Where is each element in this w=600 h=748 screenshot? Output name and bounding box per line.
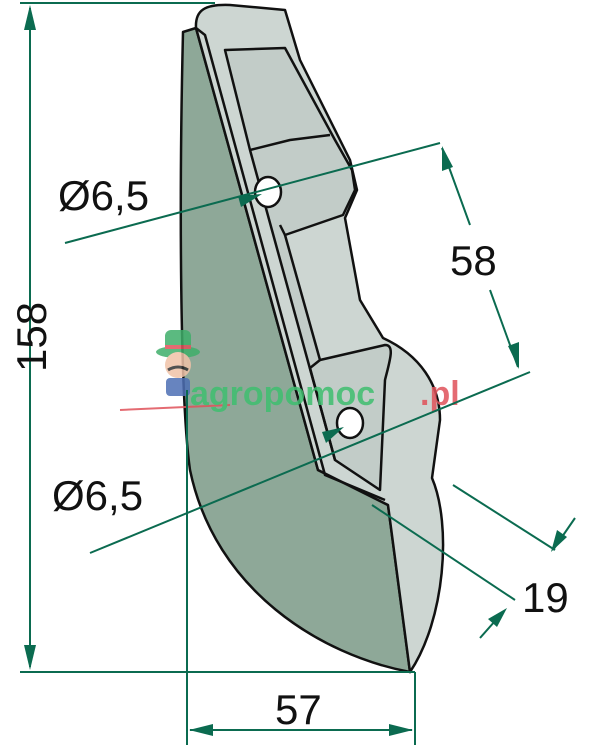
dark-side-face bbox=[179, 26, 412, 674]
watermark-logo: agropomoc .pl bbox=[119, 330, 460, 413]
flange-edge bbox=[195, 27, 386, 502]
label-hole-diameter-bottom: Ø6,5 bbox=[52, 472, 143, 519]
rib-inner-edge bbox=[249, 133, 337, 461]
mounting-hole-bottom bbox=[335, 406, 365, 440]
label-hole-diameter-top: Ø6,5 bbox=[58, 172, 149, 219]
watermark-domain: .pl bbox=[420, 375, 460, 413]
farmer-mascot-icon bbox=[156, 330, 200, 396]
label-width: 57 bbox=[275, 686, 322, 733]
label-thickness: 19 bbox=[522, 574, 569, 621]
watermark-text: agropomoc bbox=[190, 375, 375, 413]
label-hole-spacing: 58 bbox=[450, 237, 497, 284]
dimension-lines bbox=[20, 2, 576, 745]
ploughshare-part bbox=[179, 3, 445, 674]
label-height: 158 bbox=[8, 302, 55, 372]
raised-rib bbox=[223, 46, 392, 492]
